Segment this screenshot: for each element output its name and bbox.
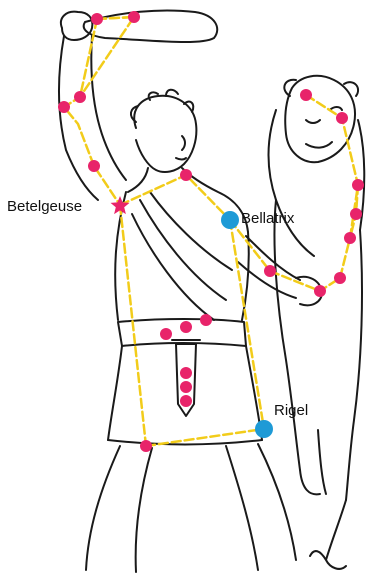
betelgeuse-label: Betelgeuse: [7, 198, 82, 215]
star-dot: [314, 285, 326, 297]
belt-star: [180, 321, 192, 333]
skirt: [108, 346, 262, 440]
star-dot: [352, 179, 364, 191]
star-dot: [350, 208, 362, 220]
club: [84, 10, 218, 42]
star-dot: [128, 11, 140, 23]
head: [134, 96, 196, 172]
star-dot: [58, 101, 70, 113]
bellatrix-label: Bellatrix: [241, 210, 294, 227]
sword-star: [180, 367, 192, 379]
constellation-lines: [64, 17, 358, 446]
belt-star: [160, 328, 172, 340]
sword-star: [180, 381, 192, 393]
sword-star: [180, 395, 192, 407]
torso-right: [230, 220, 264, 429]
star-dot: [336, 112, 348, 124]
torso-left: [120, 205, 146, 446]
circle-icon: [255, 420, 273, 438]
star-dot: [344, 232, 356, 244]
star-dot: [140, 440, 152, 452]
star-dot: [88, 160, 100, 172]
shoulder-line: [120, 175, 230, 220]
legs: [86, 444, 296, 572]
arm-line: [64, 19, 120, 205]
stars: [58, 11, 364, 452]
star-dot: [180, 169, 192, 181]
raised-fist: [61, 12, 92, 40]
lion-tail: [310, 500, 346, 569]
lion-line: [306, 95, 358, 238]
belt-star: [200, 314, 212, 326]
star-dot: [91, 13, 103, 25]
circle-icon: [221, 211, 239, 229]
star-dot: [74, 91, 86, 103]
rigel-label: Rigel: [274, 402, 308, 419]
star-dot: [300, 89, 312, 101]
star-dot: [334, 272, 346, 284]
star-dot: [264, 265, 276, 277]
